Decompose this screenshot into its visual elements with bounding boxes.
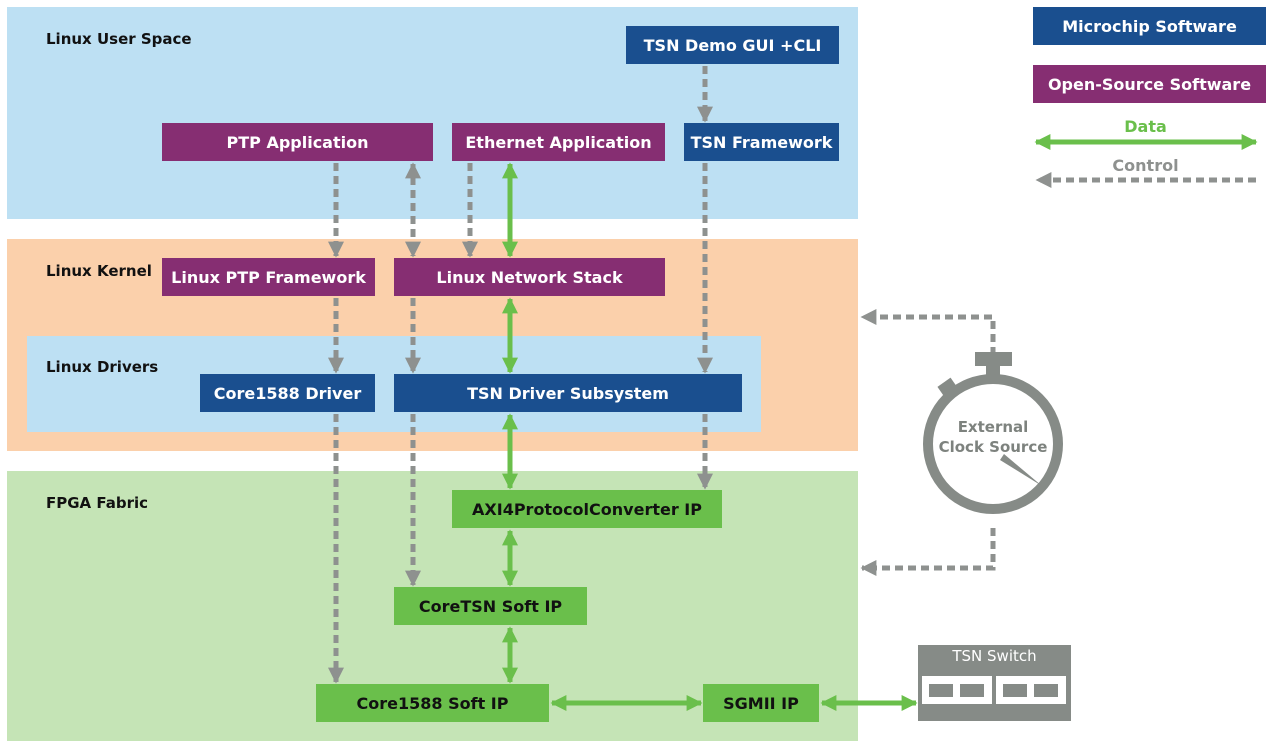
tsn-switch-label: TSN Switch xyxy=(952,647,1037,665)
block-linux-network-stack: Linux Network Stack xyxy=(394,258,665,296)
layer-label-fpga: FPGA Fabric xyxy=(46,494,149,512)
block-tsn-demo-gui-cli: TSN Demo GUI +CLI xyxy=(626,26,839,64)
clock-label: External Clock Source xyxy=(930,417,1056,457)
legend-data-label: Data xyxy=(1124,117,1167,136)
port-group-left xyxy=(922,676,992,704)
ethernet-port-icon xyxy=(1034,684,1058,697)
block-core1588-soft-ip: Core1588 Soft IP xyxy=(316,684,549,722)
clock-label-line1: External xyxy=(957,418,1029,436)
port-group-right xyxy=(996,676,1066,704)
control-arrow-clock-to-fpga xyxy=(860,528,996,577)
clock-label-line2: Clock Source xyxy=(938,438,1048,456)
block-tsn-framework: TSN Framework xyxy=(684,123,839,161)
ethernet-port-icon xyxy=(1003,684,1027,697)
ethernet-port-icon xyxy=(929,684,953,697)
block-coretsn-soft-ip: CoreTSN Soft IP xyxy=(394,587,587,625)
stopwatch-icon xyxy=(923,352,1063,514)
layer-label-drivers: Linux Drivers xyxy=(46,358,159,376)
legend-open-source-software: Open-Source Software xyxy=(1033,65,1266,103)
layer-label-kernel: Linux Kernel xyxy=(46,262,152,280)
legend-control-label: Control xyxy=(1112,156,1179,175)
block-ethernet-application: Ethernet Application xyxy=(452,123,665,161)
control-arrow-clock-to-kernel xyxy=(860,308,996,355)
legend-microchip-software: Microchip Software xyxy=(1033,7,1266,45)
block-core1588-driver: Core1588 Driver xyxy=(200,374,375,412)
ethernet-port-icon xyxy=(960,684,984,697)
block-linux-ptp-framework: Linux PTP Framework xyxy=(162,258,375,296)
layer-label-user-space: Linux User Space xyxy=(46,30,192,48)
block-axi4-protocol-converter-ip: AXI4ProtocolConverter IP xyxy=(452,490,722,528)
tsn-switch: TSN Switch xyxy=(918,645,1071,721)
block-ptp-application: PTP Application xyxy=(162,123,433,161)
block-sgmii-ip: SGMII IP xyxy=(703,684,819,722)
block-tsn-driver-subsystem: TSN Driver Subsystem xyxy=(394,374,742,412)
